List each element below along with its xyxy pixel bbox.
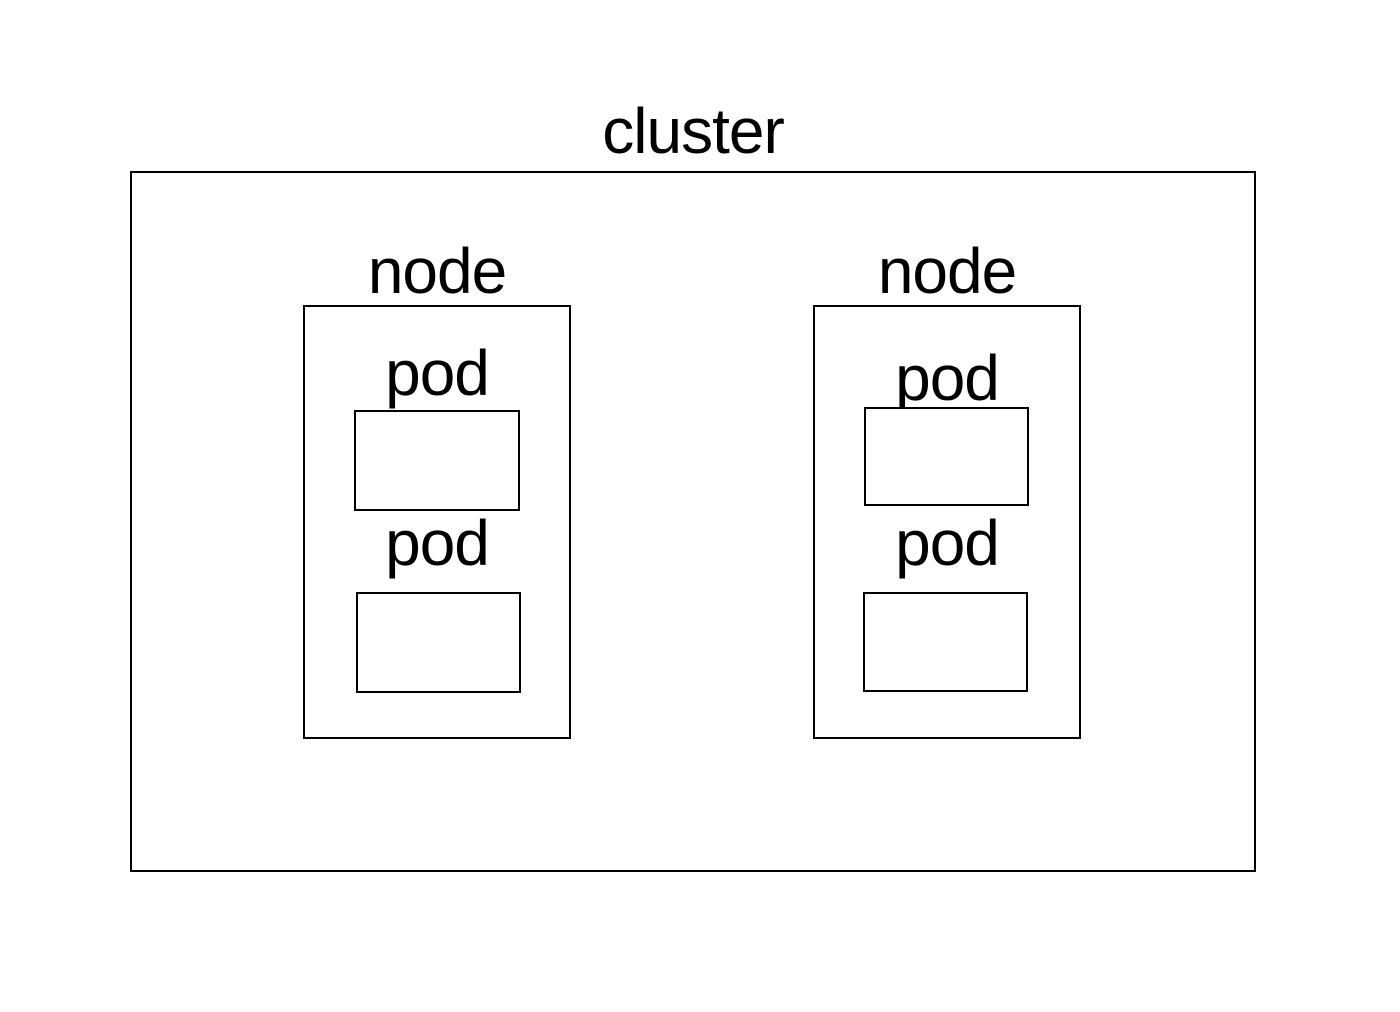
pod-label: pod [385,337,490,409]
cluster-title: cluster [602,95,785,167]
pod-box [863,592,1028,692]
pod-label: pod [895,342,1000,414]
pod-box [354,410,520,511]
node-label: node [367,235,507,307]
node-label: node [877,235,1017,307]
cluster-box [130,171,1256,872]
pod-box [356,592,521,693]
pod-label: pod [385,507,490,579]
pod-label: pod [895,507,1000,579]
pod-box [864,407,1029,506]
